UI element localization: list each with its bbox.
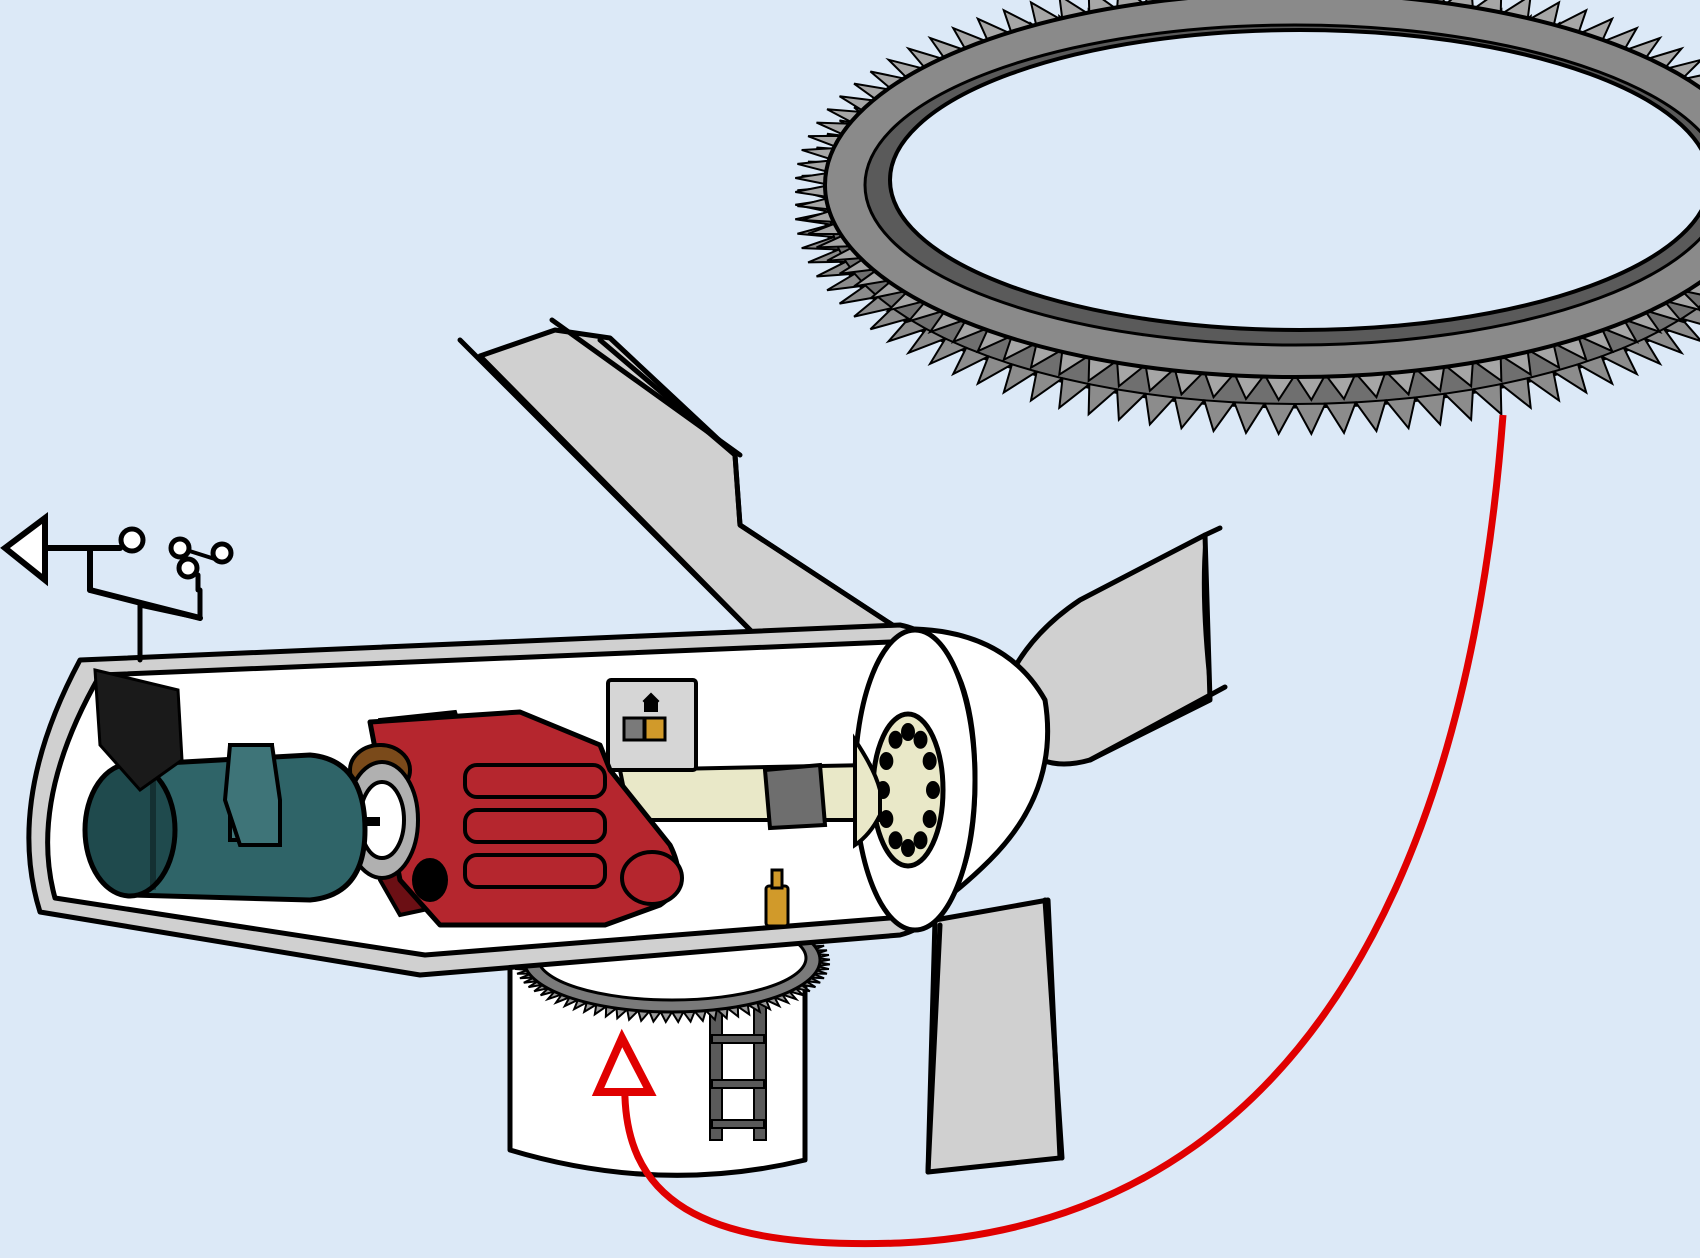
flange-bolt	[879, 810, 894, 828]
gear-ring-opening	[888, 28, 1700, 332]
gear-tooth	[1621, 337, 1663, 366]
flange-bolt	[879, 752, 894, 770]
gear-tooth	[1470, 383, 1503, 417]
gear-tooth	[1144, 392, 1177, 427]
gear-tooth	[1263, 402, 1297, 437]
rotor-blade-lower	[925, 897, 1065, 1175]
gear-tooth	[1661, 317, 1700, 342]
gear-tooth	[1029, 370, 1065, 403]
gear-tooth	[1293, 402, 1327, 437]
gear-tooth	[869, 306, 911, 331]
gear-tooth	[1442, 388, 1475, 423]
flange-bolt	[901, 723, 915, 741]
yaw-drive	[764, 868, 790, 928]
gear-tooth	[1679, 306, 1700, 325]
gear-tooth	[1550, 363, 1588, 395]
gear-tooth	[975, 355, 1015, 386]
brake-disc	[344, 743, 420, 880]
flange-bolts	[876, 723, 940, 857]
gear-tooth	[1525, 370, 1561, 403]
rotor-blade-upper	[457, 317, 903, 643]
gear-tooth	[905, 327, 948, 355]
gear-tooth	[1087, 383, 1120, 417]
gear-tooth	[885, 317, 929, 344]
controller-plate	[93, 668, 184, 793]
gear-tooth	[838, 284, 881, 305]
control-box	[606, 678, 698, 772]
gear-tooth	[1383, 396, 1417, 431]
callout-arrow	[591, 414, 1507, 1248]
flange-bolt	[922, 810, 937, 828]
anemometer	[168, 536, 234, 593]
flange-bolt	[901, 839, 915, 857]
gear-tooth	[1498, 377, 1532, 411]
hub-flange	[870, 711, 946, 869]
flange-bolt	[922, 752, 937, 770]
flange-bolt	[888, 831, 903, 850]
gear-tooth	[927, 337, 969, 366]
gear-tooth	[1642, 327, 1685, 355]
gear-tooth	[1058, 377, 1092, 411]
gear-tooth	[1173, 396, 1207, 431]
gear-tooth	[1413, 392, 1446, 427]
gear-tooth	[1115, 388, 1148, 423]
main-shaft	[617, 733, 882, 849]
gear-tooth	[1353, 399, 1388, 434]
gear-tooth	[1323, 401, 1358, 436]
gear-tooth	[1002, 363, 1040, 395]
flange-bolt	[888, 730, 903, 749]
flange-bolt	[913, 831, 928, 850]
gear-tooth	[853, 295, 895, 318]
flange-bolt	[926, 781, 940, 799]
flange-bolt	[913, 730, 928, 749]
yaw-gear-ring-enlarged	[795, 0, 1700, 437]
gear-tooth	[1575, 355, 1615, 386]
gear-tooth	[1202, 399, 1237, 434]
gear-tooth	[1232, 401, 1267, 436]
generator	[82, 743, 368, 903]
wind-vane	[0, 512, 203, 663]
